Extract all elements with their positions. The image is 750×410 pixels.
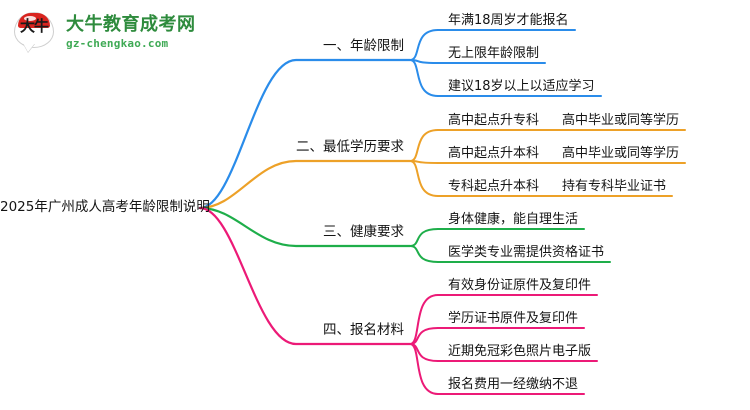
logo-title: 大牛教育成考网: [66, 13, 196, 35]
mindmap-leaf[interactable]: 身体健康，能自理生活: [448, 212, 579, 227]
mindmap-grandchild[interactable]: 高中毕业或同等学历: [562, 113, 680, 128]
mindmap-leaf[interactable]: 高中起点升专科: [448, 113, 540, 128]
mindmap-leaf[interactable]: 高中起点升本科: [448, 146, 540, 161]
logo-bubble-icon: 大牛: [14, 10, 58, 54]
mindmap-branch-1[interactable]: 一、年龄限制: [323, 38, 404, 54]
mindmap-leaf[interactable]: 近期免冠彩色照片电子版: [448, 344, 592, 359]
mindmap-leaf[interactable]: 有效身份证原件及复印件: [448, 278, 592, 293]
mindmap-branch-2[interactable]: 二、最低学历要求: [296, 139, 404, 155]
logo-bubble-tail: [23, 43, 35, 52]
logo-wordmark: 大牛教育成考网 gz-chengkao.com: [66, 13, 196, 50]
mindmap-grandchild[interactable]: 持有专科毕业证书: [562, 179, 667, 194]
mindmap-leaf[interactable]: 医学类专业需提供资格证书: [448, 245, 605, 260]
mindmap-leaf[interactable]: 专科起点升本科: [448, 179, 540, 194]
mindmap-grandchild[interactable]: 高中毕业或同等学历: [562, 146, 680, 161]
mindmap-leaf[interactable]: 学历证书原件及复印件: [448, 311, 579, 326]
mindmap-branch-4[interactable]: 四、报名材料: [323, 322, 404, 338]
logo-mark-text: 大牛: [19, 17, 49, 35]
mindmap-leaf[interactable]: 报名费用一经缴纳不退: [448, 377, 579, 392]
mindmap-leaf[interactable]: 无上限年龄限制: [448, 46, 540, 61]
mindmap-branch-3[interactable]: 三、健康要求: [323, 224, 404, 240]
site-logo: 大牛 大牛教育成考网 gz-chengkao.com: [14, 6, 254, 58]
mindmap-leaf[interactable]: 建议18岁以上以适应学习: [448, 79, 595, 94]
logo-red-arc: [18, 13, 50, 28]
mindmap-leaf[interactable]: 年满18周岁才能报名: [448, 13, 569, 28]
mindmap-root-node[interactable]: 2025年广州成人高考年龄限制说明: [0, 199, 210, 215]
logo-url: gz-chengkao.com: [66, 36, 169, 50]
